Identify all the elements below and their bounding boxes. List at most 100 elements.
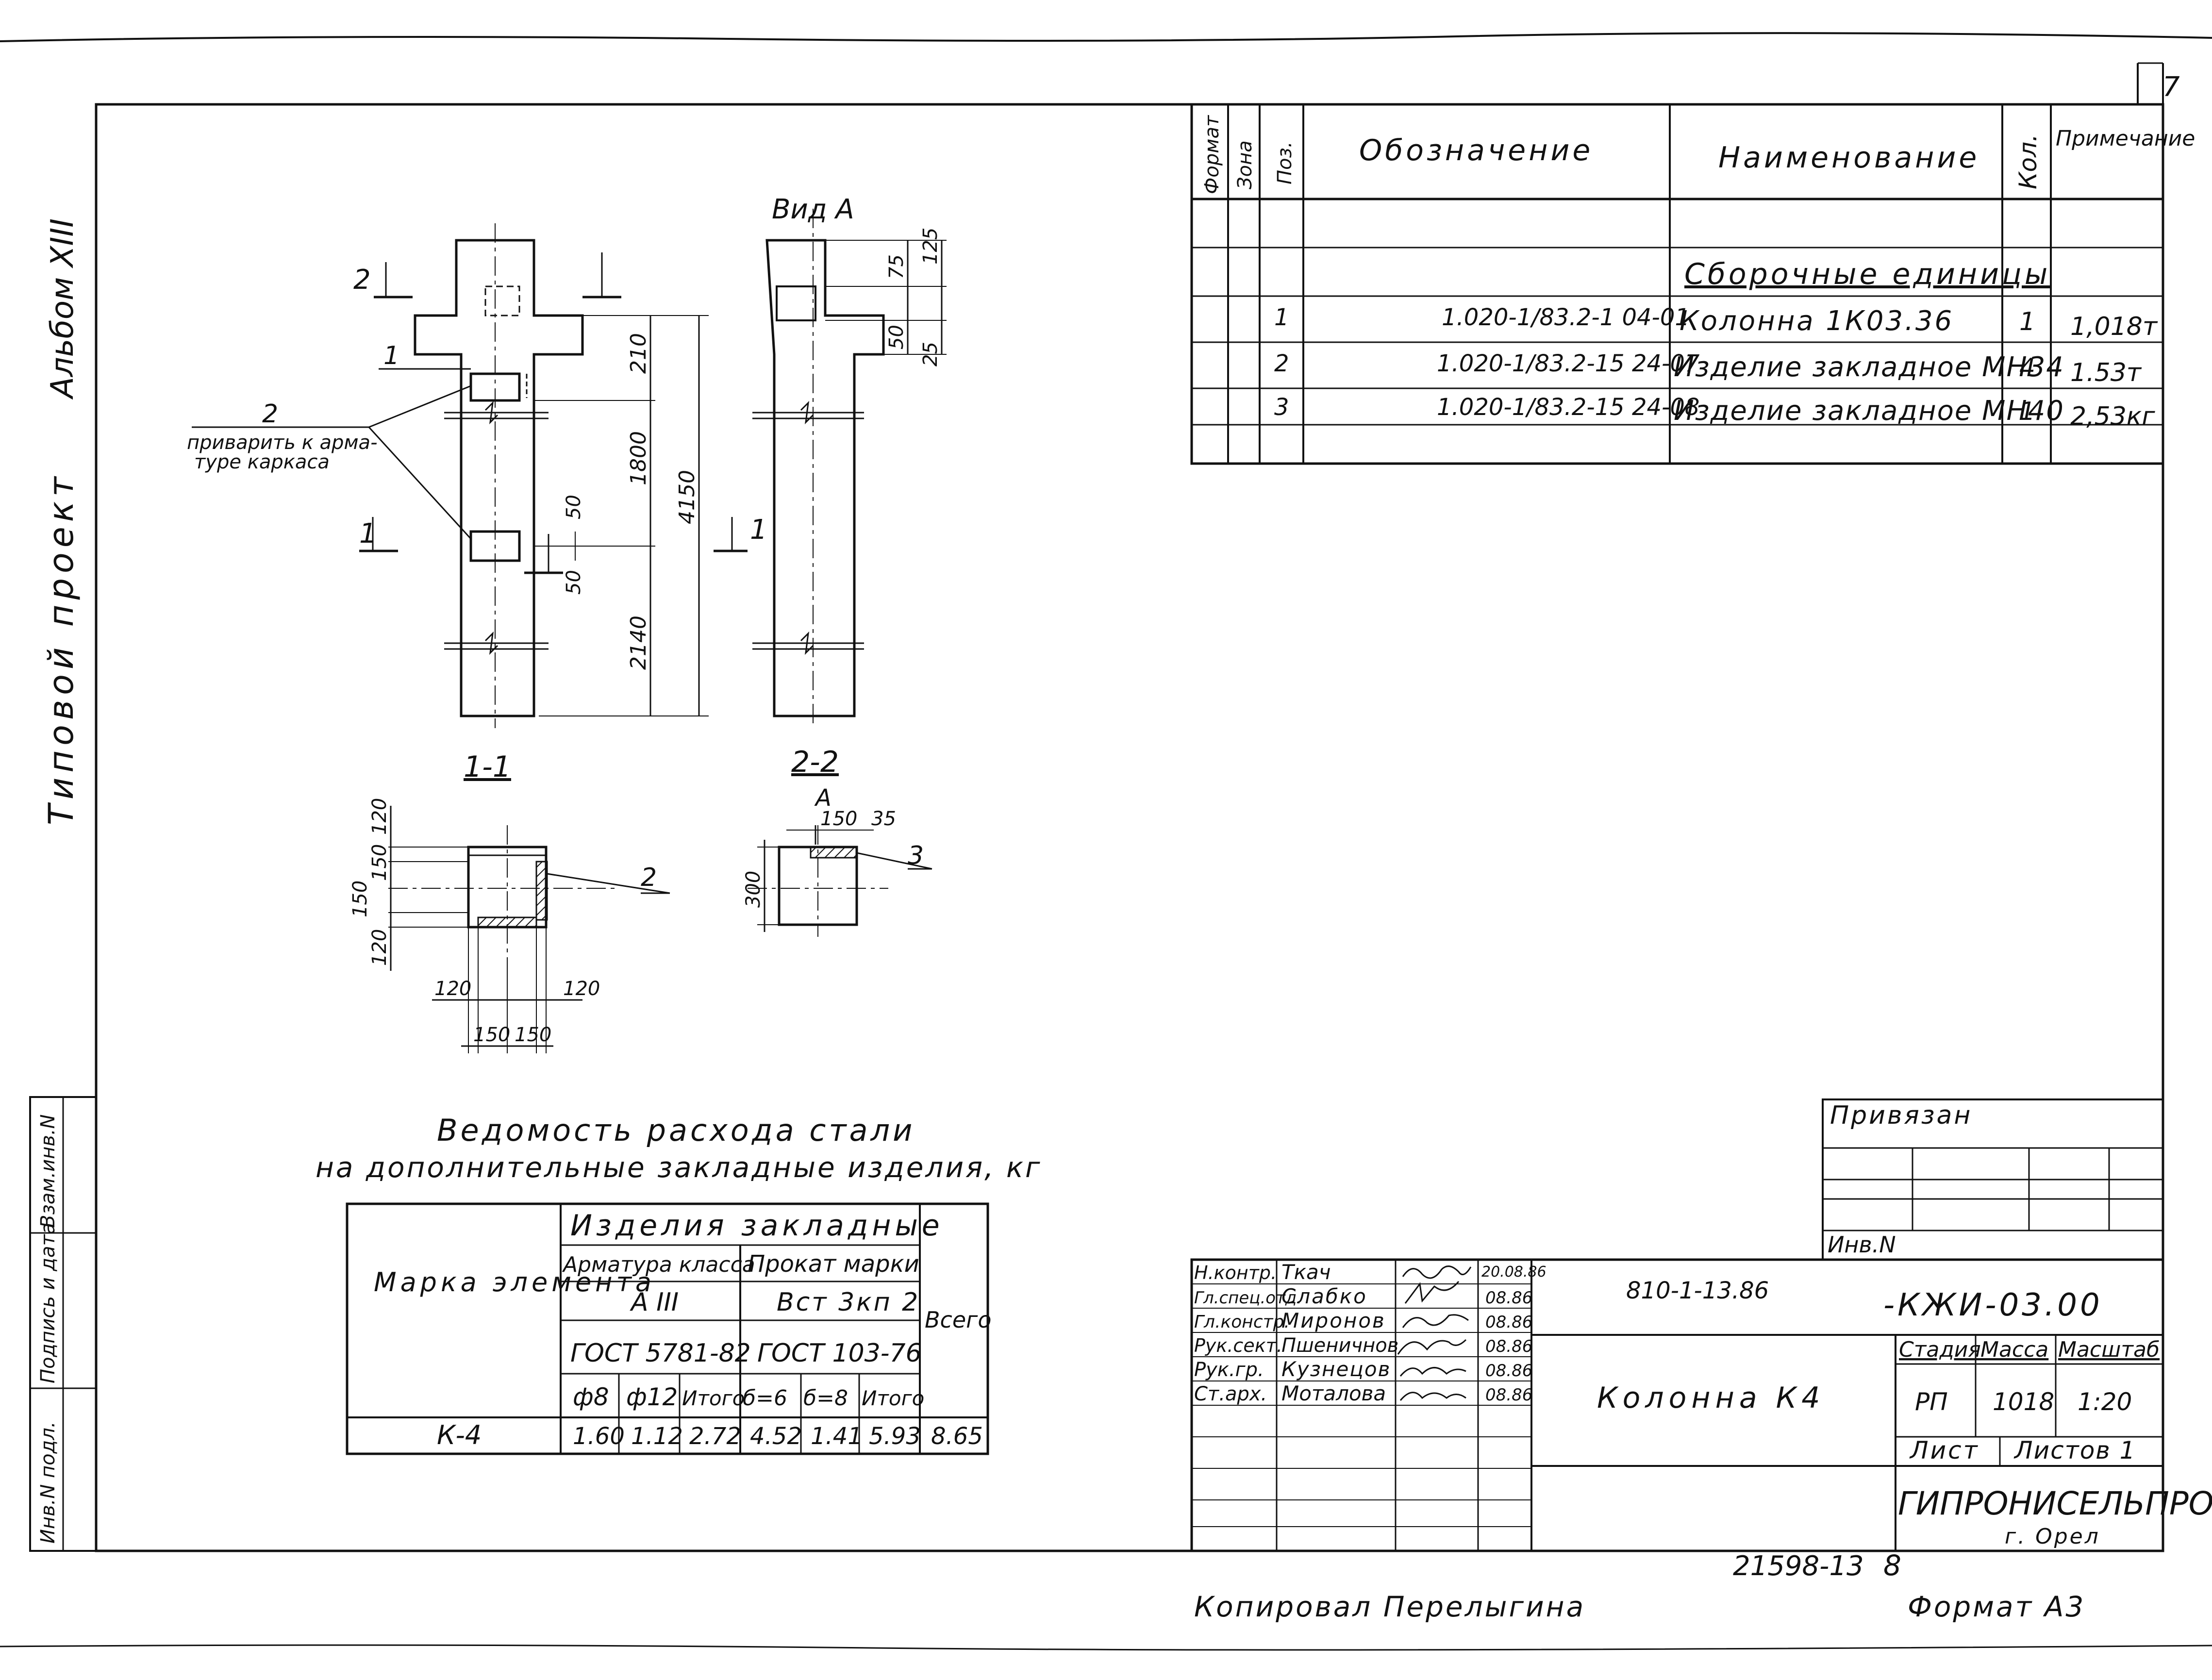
dim-sec1-120-right: 120 bbox=[563, 978, 600, 1000]
steel-mark-header: Марка элемента bbox=[374, 1267, 655, 1297]
dim-sec1-150-a: 150 bbox=[368, 844, 391, 881]
dim-front-4150: 4150 bbox=[675, 470, 699, 524]
dim-sec2-35: 35 bbox=[871, 808, 896, 830]
mass-value: 1018 bbox=[1993, 1388, 2054, 1416]
sheet-label: Лист bbox=[1909, 1436, 1979, 1464]
side-album: Альбом XIII bbox=[45, 218, 81, 400]
dim-sec1-150-bl: 150 bbox=[473, 1024, 510, 1046]
leader-label-2-sec: 2 bbox=[641, 863, 657, 892]
steel-sub-b6: б=6 bbox=[743, 1386, 787, 1411]
role-gl-konstr: Гл.констр. bbox=[1194, 1312, 1290, 1332]
privyazan-label: Привязан bbox=[1830, 1101, 1972, 1130]
privyazan-block bbox=[1822, 1098, 2164, 1261]
spec-row3-note: 2,53кг bbox=[2070, 402, 2155, 431]
cut-label-1-side: 1 bbox=[750, 514, 767, 546]
spec-row2-pos: 2 bbox=[1274, 350, 1289, 377]
steel-sub-b8: б=8 bbox=[803, 1386, 848, 1411]
date-5: 08.86 bbox=[1485, 1361, 1532, 1381]
role-ruk-gr: Рук.гр. bbox=[1194, 1359, 1264, 1381]
mass-label: Масса bbox=[1980, 1337, 2048, 1362]
spec-row1-pos: 1 bbox=[1274, 304, 1289, 331]
arrow-a-label: А bbox=[814, 784, 832, 812]
dim-front-1800: 1800 bbox=[626, 431, 651, 485]
name-pshenichnov: Пшеничнов bbox=[1281, 1334, 1398, 1357]
dim-side-50: 50 bbox=[885, 325, 908, 349]
spec-row1-qty: 1 bbox=[2019, 307, 2035, 336]
steel-row-v5: 1.41 bbox=[811, 1423, 863, 1450]
spec-header-zone: Зона bbox=[1234, 140, 1256, 189]
name-slabko: Слабко bbox=[1281, 1284, 1367, 1308]
spec-row2-qty: 4 bbox=[2019, 353, 2035, 383]
steel-group-header: Изделия закладные bbox=[570, 1209, 944, 1243]
stage-label: Стадия bbox=[1899, 1337, 1981, 1362]
page-number: 7 bbox=[2162, 71, 2180, 103]
role-ruk-sekt: Рук.сект. bbox=[1194, 1335, 1282, 1356]
steel-sub-phi8: ф8 bbox=[573, 1383, 609, 1411]
dim-sec1-120-top: 120 bbox=[368, 798, 391, 835]
side-stamp-inv: Инв.N подл. bbox=[37, 1421, 59, 1544]
steel-row-v3: 2.72 bbox=[689, 1423, 741, 1450]
spec-header-note: Примечание bbox=[2056, 126, 2195, 151]
steel-table bbox=[346, 1202, 989, 1455]
dim-side-75: 75 bbox=[885, 254, 908, 279]
steel-sub-total1: Итого bbox=[682, 1386, 745, 1410]
project-number: 810-1-13.86 bbox=[1626, 1277, 1769, 1304]
steel-row-mark: К-4 bbox=[437, 1420, 482, 1450]
steel-row-v1: 1.60 bbox=[573, 1423, 625, 1450]
side-stamp-sign: Подпись и дата bbox=[37, 1223, 59, 1383]
dim-sec1-150-b: 150 bbox=[349, 881, 371, 917]
date-2: 08.86 bbox=[1485, 1288, 1532, 1308]
name-motalova: Моталова bbox=[1281, 1381, 1386, 1405]
column-front-view bbox=[192, 223, 709, 728]
spec-row1-note: 1,018т bbox=[2070, 312, 2158, 341]
steel-row-v2: 1.12 bbox=[631, 1423, 683, 1450]
spec-row2-designation: 1.020-1/83.2-15 24-07 bbox=[1437, 350, 1700, 377]
date-1: 20.08.86 bbox=[1481, 1264, 1547, 1281]
role-n-kontr: Н.контр. bbox=[1194, 1262, 1277, 1283]
role-st-arh: Ст.арх. bbox=[1194, 1383, 1267, 1405]
dim-front-2140: 2140 bbox=[626, 615, 651, 670]
cut-label-1-left: 1 bbox=[359, 518, 377, 549]
scale-label: Масштаб bbox=[2058, 1337, 2160, 1362]
date-4: 08.86 bbox=[1485, 1337, 1532, 1356]
steel-sub-phi12: ф12 bbox=[626, 1383, 678, 1411]
spec-row2-name: Изделие закладное МН34 bbox=[1674, 351, 2064, 383]
steel-sub-total2: Итого bbox=[862, 1386, 924, 1410]
steel-rebar-gost: ГОСТ 5781-82 bbox=[570, 1339, 751, 1368]
date-6: 08.86 bbox=[1485, 1385, 1532, 1405]
side-project: Типовой проект bbox=[41, 472, 81, 825]
signatures bbox=[1397, 1265, 1472, 1401]
steel-row-total: 8.65 bbox=[931, 1423, 983, 1450]
dim-sec1-120-bot: 120 bbox=[368, 929, 391, 966]
section-2-2 bbox=[748, 825, 932, 937]
cut-label-2-left: 2 bbox=[353, 264, 371, 296]
spec-row3-qty: 1 bbox=[2019, 397, 2035, 426]
sheets-label: Листов 1 bbox=[2013, 1436, 2136, 1464]
dim-sec1-150-br: 150 bbox=[515, 1024, 551, 1046]
steel-title-2: на дополнительные закладные изделия, кг bbox=[316, 1151, 1042, 1184]
steel-row-v4: 4.52 bbox=[750, 1423, 802, 1450]
view-a-title: Вид А bbox=[772, 194, 854, 225]
archive-sheet: 8 bbox=[1883, 1549, 1901, 1582]
doc-code: -КЖИ-03.00 bbox=[1883, 1287, 2103, 1323]
org-city: г. Орел bbox=[2005, 1524, 2100, 1549]
spec-row3-name: Изделие закладное МН40 bbox=[1674, 395, 2064, 427]
inv-n-label: Инв.N bbox=[1828, 1231, 1896, 1258]
spec-row3-pos: 3 bbox=[1274, 394, 1289, 421]
dim-side-125: 125 bbox=[919, 228, 942, 265]
note-weld-1: приварить к арма- bbox=[187, 432, 378, 454]
section-2-title: 2-2 bbox=[791, 745, 839, 779]
spec-row1-designation: 1.020-1/83.2-1 04-01 bbox=[1442, 304, 1690, 331]
dim-front-50b: 50 bbox=[563, 570, 585, 595]
spec-header-designation: Обозначение bbox=[1359, 133, 1593, 167]
spec-row3-designation: 1.020-1/83.2-15 24-08 bbox=[1437, 394, 1699, 421]
dim-sec1-120-left: 120 bbox=[434, 978, 471, 1000]
steel-rebar-header: Арматура класса bbox=[562, 1252, 755, 1277]
name-tkach: Ткач bbox=[1281, 1260, 1331, 1284]
sheet-name: Колонна К4 bbox=[1597, 1381, 1825, 1415]
date-3: 08.86 bbox=[1485, 1313, 1532, 1332]
format-label: Формат А3 bbox=[1908, 1590, 2085, 1623]
spec-section-title: Сборочные единицы bbox=[1684, 257, 2050, 291]
spec-row2-note: 1.53т bbox=[2070, 358, 2142, 387]
scale-value: 1:20 bbox=[2078, 1388, 2132, 1416]
